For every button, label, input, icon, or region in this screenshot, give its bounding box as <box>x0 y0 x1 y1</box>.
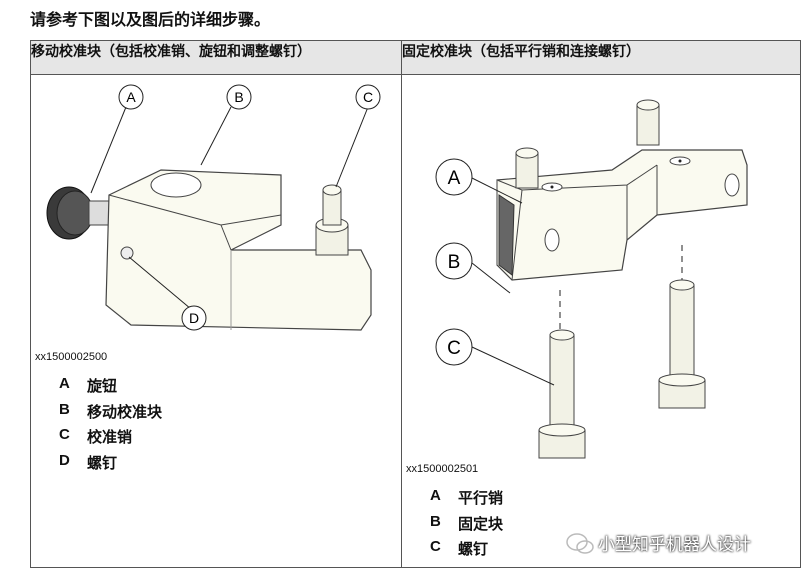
legend-row: C 螺钉 <box>430 538 503 564</box>
legend-key: B <box>59 400 70 418</box>
legend-row: C 校准销 <box>59 426 162 452</box>
callout-C: C <box>435 328 473 366</box>
legend-key: B <box>430 512 441 530</box>
left-header: 移动校准块（包括校准销、旋钮和调整螺钉） <box>30 40 402 75</box>
legend-text: 平行销 <box>458 489 504 507</box>
moving-block-illustration: A B C D <box>46 84 381 331</box>
callout-B: B <box>435 242 473 280</box>
legend-key: D <box>59 451 70 469</box>
svg-text:A: A <box>126 89 136 105</box>
callout-D: D <box>181 305 207 331</box>
wechat-icon <box>566 533 594 554</box>
svg-text:B: B <box>234 89 243 105</box>
left-figure-id: xx1500002500 <box>35 351 108 363</box>
legend-text: 校准销 <box>87 428 133 446</box>
right-header: 固定校准块（包括平行销和连接螺钉） <box>401 40 801 75</box>
callout-C: C <box>355 84 381 110</box>
legend-row: B 固定块 <box>430 513 503 539</box>
right-legend: A 平行销 B 固定块 C 螺钉 <box>430 487 503 564</box>
svg-text:B: B <box>448 252 461 273</box>
legend-row: A 平行销 <box>430 487 503 513</box>
svg-text:C: C <box>447 338 461 359</box>
svg-text:D: D <box>189 310 199 326</box>
legend-text: 移动校准块 <box>87 402 163 421</box>
svg-text:C: C <box>363 89 373 105</box>
legend-row: A 旋钮 <box>59 375 162 401</box>
legend-text: 旋钮 <box>87 377 118 395</box>
legend-text: 螺钉 <box>458 540 489 558</box>
fixed-block-illustration: A B C <box>435 99 748 459</box>
left-panel: A B C D xx1500002500 <box>31 75 401 567</box>
callout-A: A <box>118 84 144 110</box>
svg-text:A: A <box>448 168 461 189</box>
legend-key: C <box>59 426 70 443</box>
legend-key: A <box>59 375 70 392</box>
left-legend: A 旋钮 B 移动校准块 C 校准销 D 螺钉 <box>59 375 162 477</box>
legend-row: B 移动校准块 <box>59 401 162 427</box>
right-panel: A B C xx1500002501 A 平行销 B 固定块 C 螺钉 <box>402 75 800 567</box>
parts-table: 移动校准块（包括校准销、旋钮和调整螺钉） 固定校准块（包括平行销和连接螺钉） <box>30 40 801 568</box>
callout-A: A <box>435 158 473 196</box>
intro-text: 请参考下图以及图后的详细步骤。 <box>30 10 271 29</box>
watermark: 小型知乎机器人设计 <box>598 535 751 555</box>
legend-text: 螺钉 <box>87 453 118 472</box>
right-figure-id: xx1500002501 <box>406 463 479 475</box>
legend-row: D 螺钉 <box>59 452 162 478</box>
legend-key: C <box>430 538 441 555</box>
legend-key: A <box>430 487 441 504</box>
legend-text: 固定块 <box>458 514 504 533</box>
callout-B: B <box>226 84 252 110</box>
